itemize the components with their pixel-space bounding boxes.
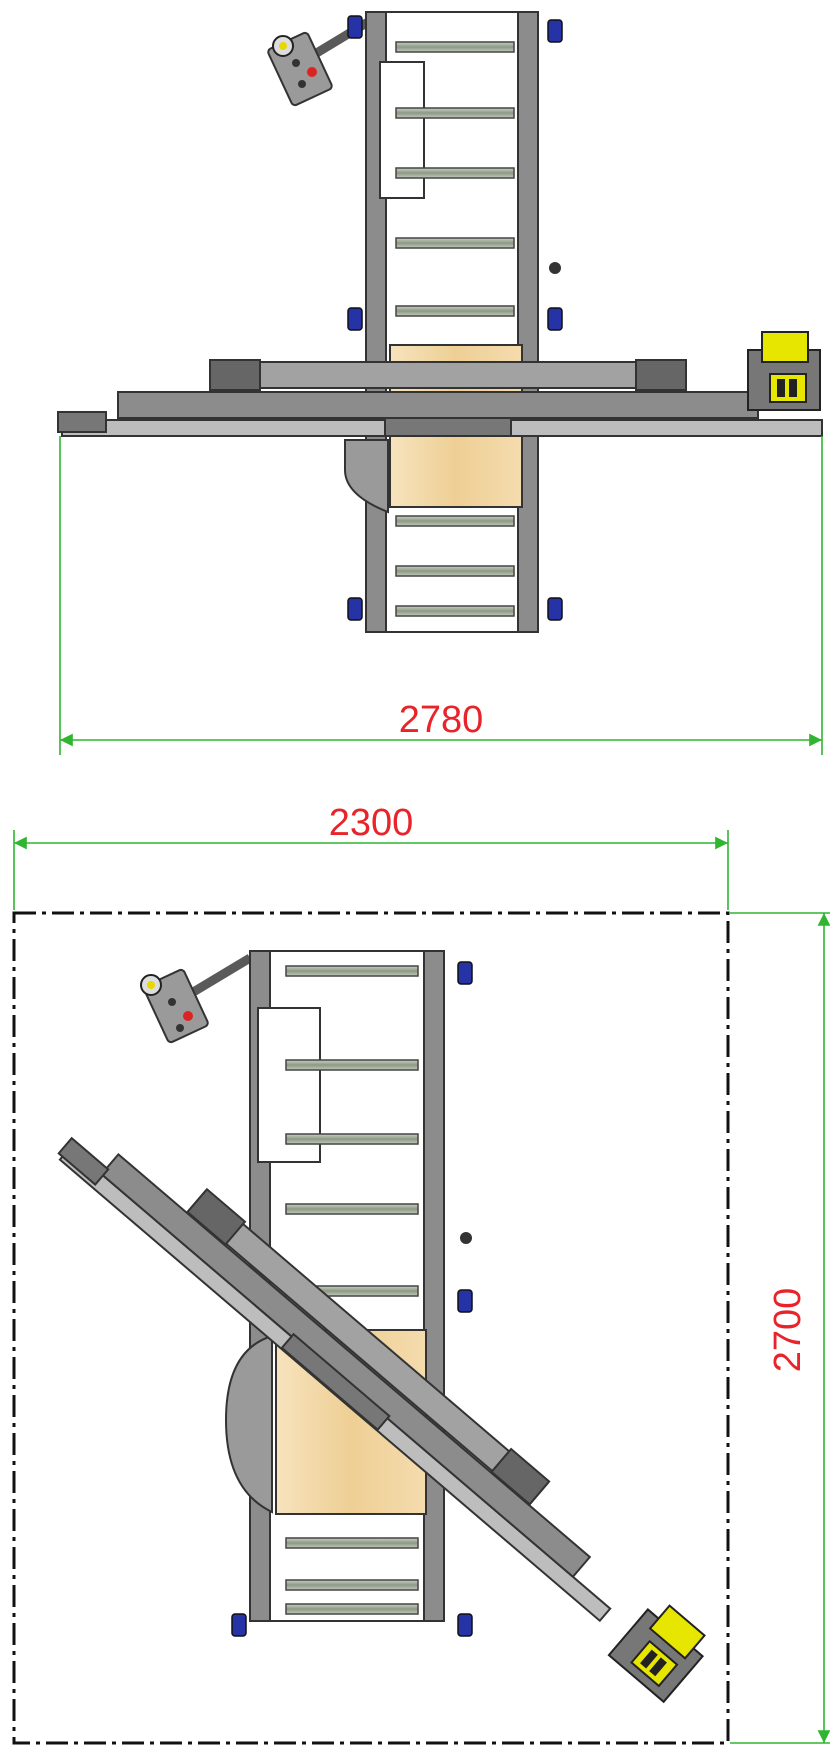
top-view-width-label: 2780 [399,699,484,741]
top-view [57,11,823,755]
rollers [285,965,419,1615]
rollers [395,41,515,617]
rotated-view-width-label: 2300 [329,802,414,844]
motor [747,331,821,411]
rotated-view-height-label: 2700 [767,1288,809,1373]
rotated-view [12,830,830,1745]
dimension-2700 [730,912,830,1744]
feet [231,961,473,1637]
footprint-envelope [12,911,730,1745]
dimension-2300 [13,830,729,910]
feet [347,15,563,621]
conveyor-frame [347,11,563,633]
dimension-2780 [59,436,823,755]
control-pendant [140,954,253,1044]
diagonal-arm [57,1136,612,1623]
cross-arm [57,359,823,437]
motor [607,1604,706,1704]
